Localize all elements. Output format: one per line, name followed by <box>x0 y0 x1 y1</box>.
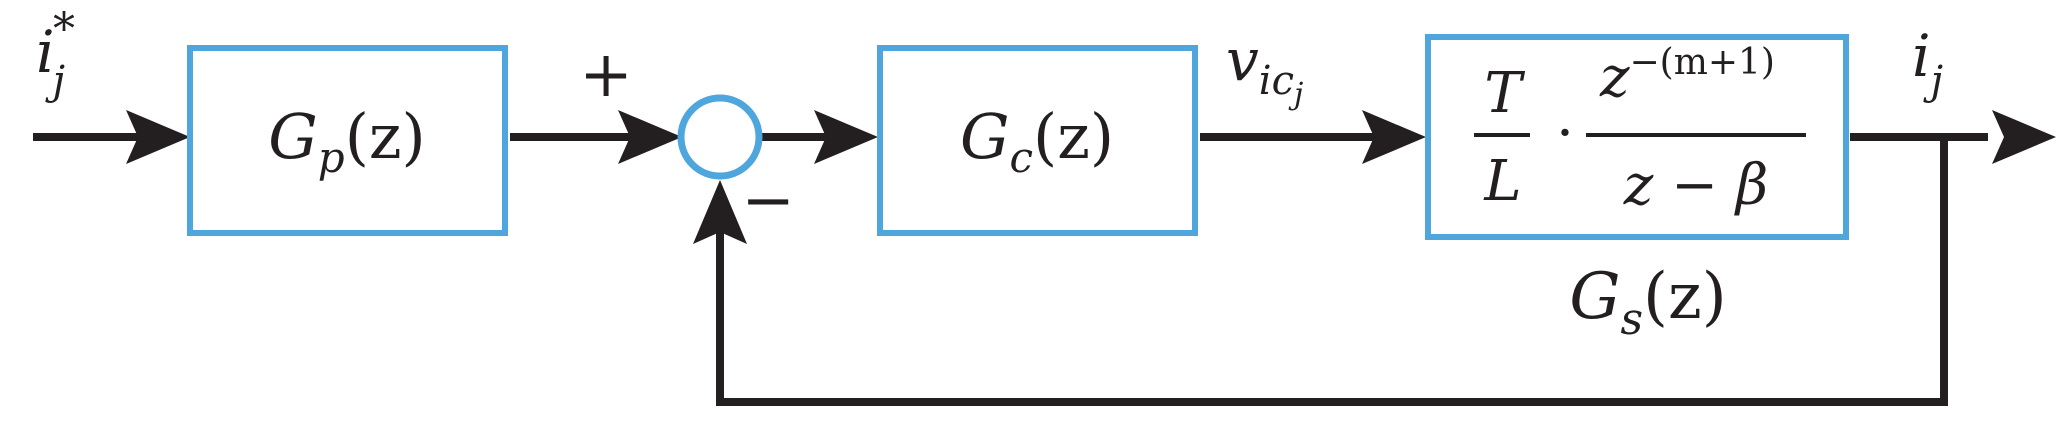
arrowhead-to-sum <box>618 110 682 164</box>
arrowhead-feedback <box>693 180 747 244</box>
plus-sign: + <box>579 38 633 112</box>
plant-transfer-function-label: Gs(z) <box>1569 260 1726 345</box>
signal-wires <box>33 133 1988 406</box>
arrowhead-output <box>1992 110 2056 164</box>
plant-dynamics-denominator: z − β <box>1623 153 1768 218</box>
prefilter-block <box>187 45 508 236</box>
control-signal-label: vicj <box>1226 26 1303 112</box>
output-signal-label: ij <box>1912 22 1943 104</box>
minus-sign: − <box>741 164 795 238</box>
plant-gain-numerator: T <box>1484 61 1525 126</box>
prefilter-transfer-function: Gp(z) <box>268 100 425 182</box>
arrowheads <box>126 110 2056 244</box>
arrowhead-input <box>126 110 190 164</box>
arrowhead-to-controller <box>814 110 878 164</box>
plant-multiplication-dot: · <box>1556 101 1574 166</box>
controller-block <box>877 45 1198 236</box>
plant-gain-denominator: L <box>1483 149 1521 214</box>
reference-signal-label: ij* <box>36 4 75 104</box>
summing-junction <box>677 94 763 180</box>
controller-transfer-function: Gc(z) <box>960 100 1114 182</box>
plant-dynamics-numerator: z−(m+1) <box>1599 42 1775 110</box>
plant-transfer-function: T L · z−(m+1) z − β <box>1474 42 1806 218</box>
wire-feedback <box>716 137 1948 406</box>
arrowhead-to-plant <box>1362 110 1426 164</box>
